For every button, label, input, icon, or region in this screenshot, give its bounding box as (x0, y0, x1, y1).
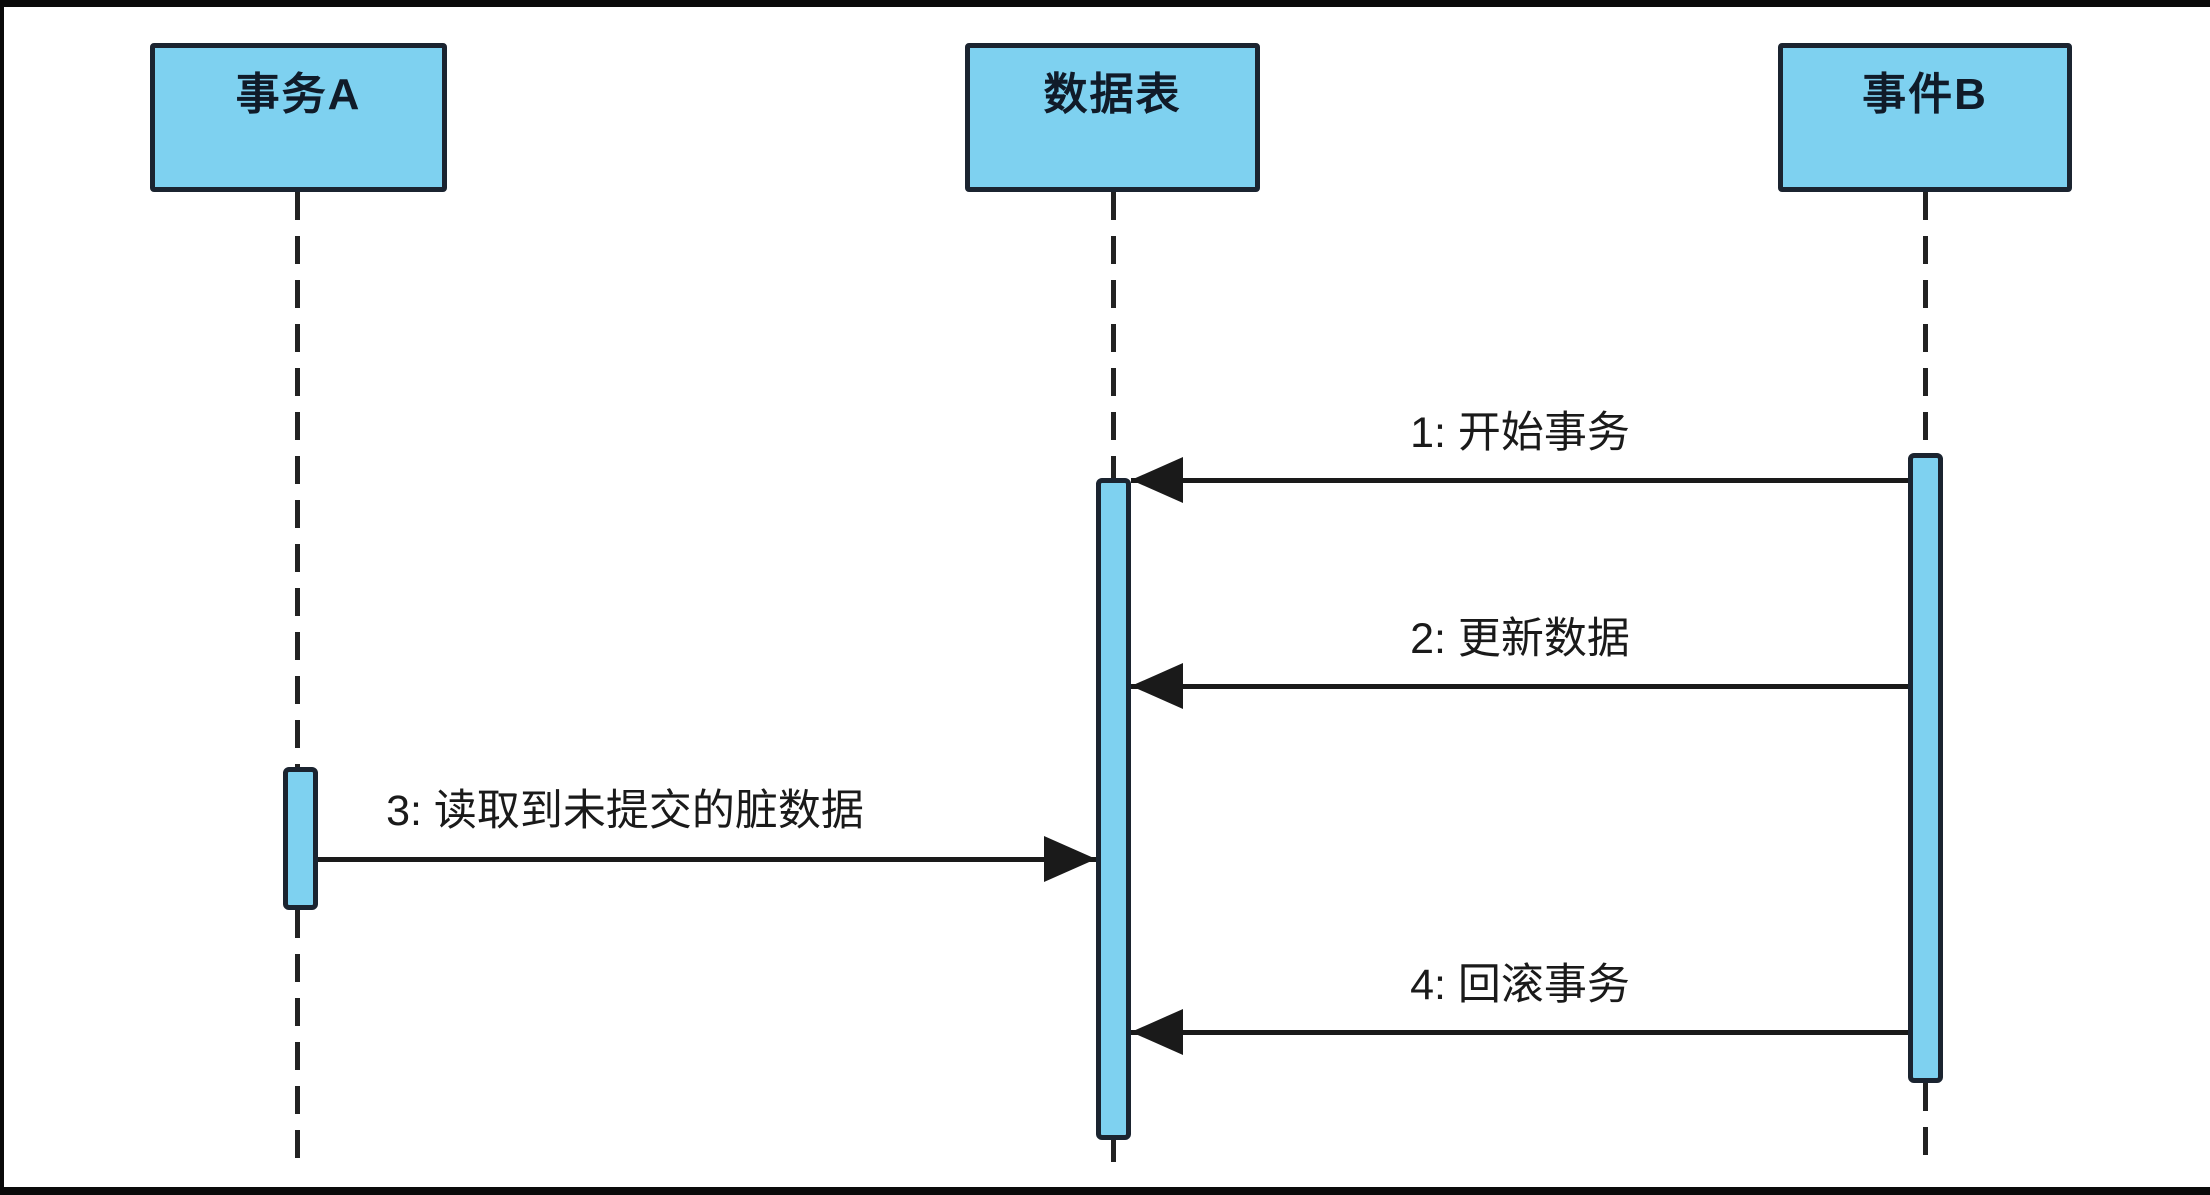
actor-event-b-label: 事件B (1862, 70, 1988, 119)
message-4-line (1131, 1030, 1908, 1035)
message-2-line (1131, 684, 1908, 689)
message-1-arrowhead-icon (1131, 457, 1183, 503)
message-3-label: 3: 读取到未提交的脏数据 (386, 787, 864, 835)
activation-bar-data-table (1096, 478, 1131, 1140)
lifeline-data-table-stub (1111, 1140, 1116, 1162)
actor-transaction-a: 事务A (150, 43, 447, 192)
lifeline-transaction-a-lower (295, 910, 300, 1165)
lifeline-event-b-lower (1923, 1083, 1928, 1165)
actor-data-table-label: 数据表 (1043, 70, 1182, 119)
message-4-label: 4: 回滚事务 (1410, 961, 1630, 1009)
message-1-line (1131, 478, 1908, 483)
message-3-arrowhead-icon (1044, 836, 1096, 882)
actor-event-b: 事件B (1778, 43, 2072, 192)
frame-top-border (0, 0, 2210, 7)
message-1-label: 1: 开始事务 (1410, 409, 1630, 457)
actor-data-table: 数据表 (965, 43, 1260, 192)
message-3-line (318, 857, 1096, 862)
frame-bottom-border (0, 1187, 2210, 1195)
frame-left-border (0, 0, 4, 1195)
actor-transaction-a-label: 事务A (235, 70, 362, 119)
activation-bar-transaction-a (283, 767, 318, 910)
lifeline-transaction-a-upper (295, 192, 300, 767)
message-4-arrowhead-icon (1131, 1009, 1183, 1055)
message-2-label: 2: 更新数据 (1410, 615, 1630, 663)
activation-bar-event-b (1908, 453, 1943, 1083)
message-2-arrowhead-icon (1131, 663, 1183, 709)
lifeline-event-b-upper (1923, 192, 1928, 453)
lifeline-data-table-upper (1111, 192, 1116, 478)
